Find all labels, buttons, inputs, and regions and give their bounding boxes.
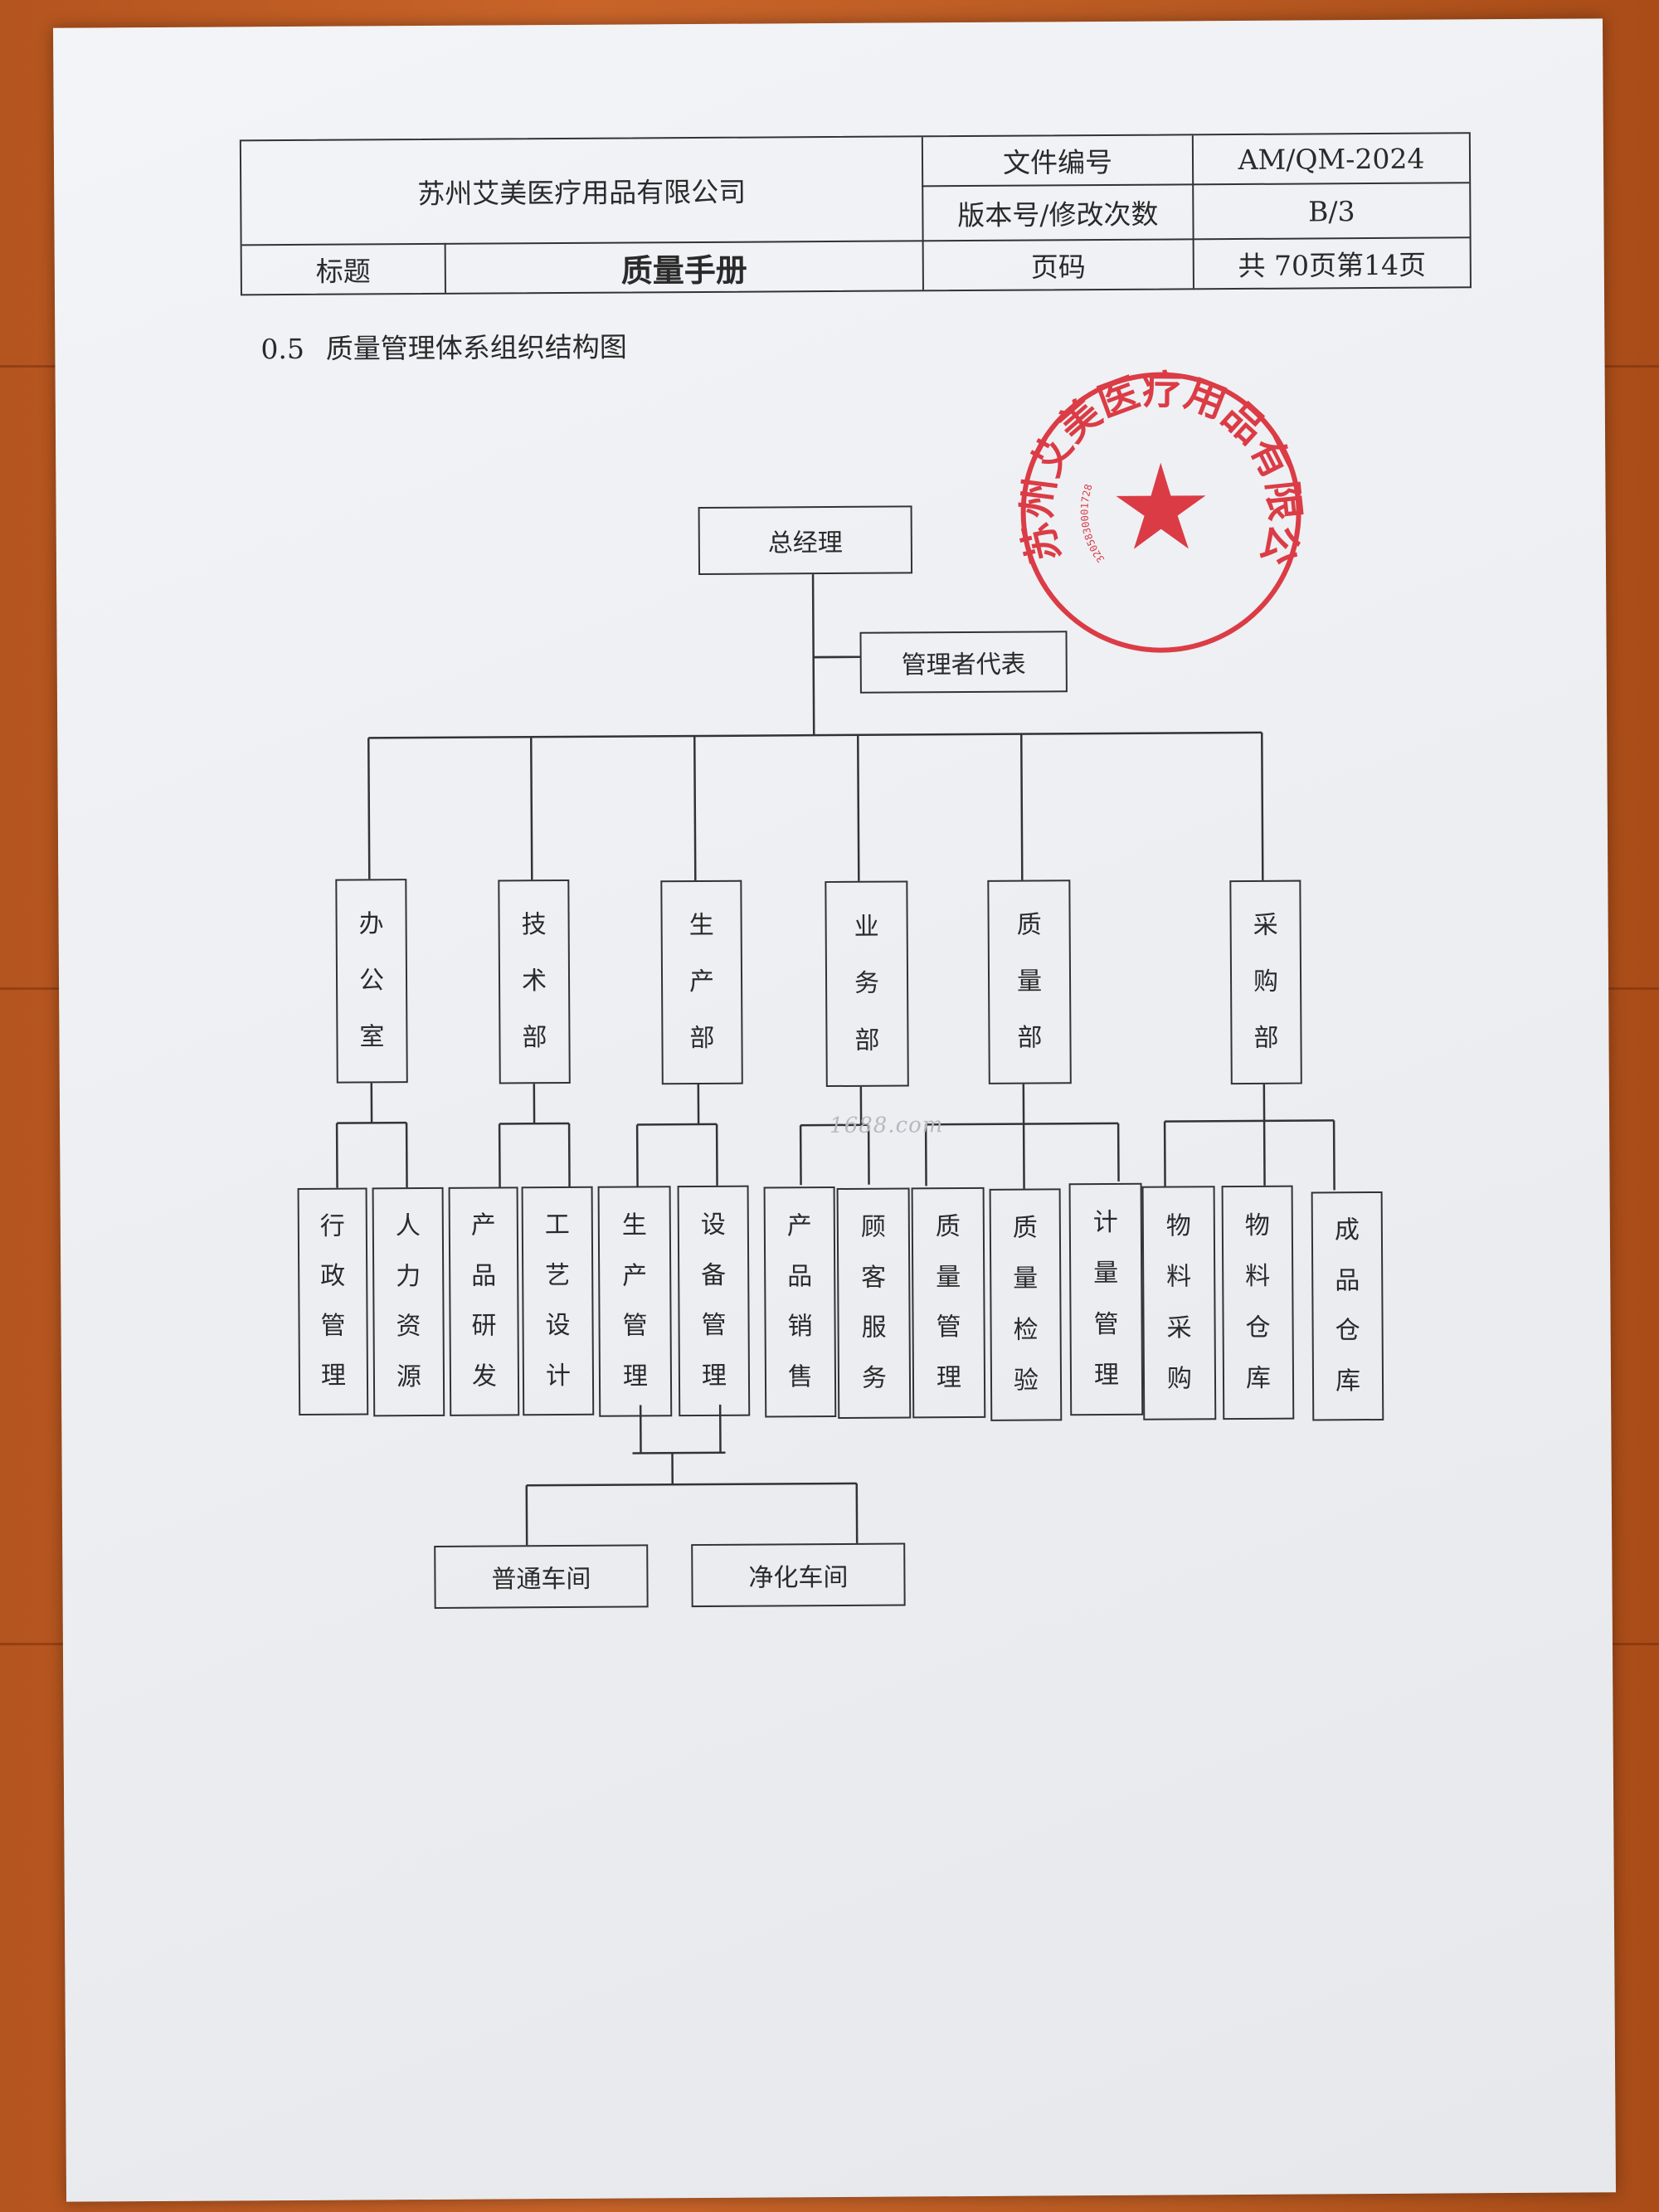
dept-office-box: 办公室 — [335, 879, 408, 1084]
dept-business-box: 业务部 — [825, 880, 909, 1088]
sub-quality-inspection-box: 质量检验 — [989, 1188, 1063, 1421]
sub-material-purchase-box: 物料采购 — [1141, 1186, 1217, 1420]
sub-quality-mgmt-box: 质量管理 — [911, 1186, 986, 1419]
watermark-text: 1688.com — [830, 1113, 944, 1139]
sub-rnd-box: 产品研发 — [448, 1186, 520, 1416]
sub-product-warehouse-box: 成品仓库 — [1311, 1191, 1384, 1421]
sub-sales-box: 产品销售 — [763, 1186, 837, 1418]
dept-tech-box: 技术部 — [498, 879, 571, 1084]
workshop-general-box: 普通车间 — [434, 1544, 649, 1609]
sub-admin-box: 行政管理 — [297, 1187, 369, 1415]
dept-quality-box: 质量部 — [987, 879, 1072, 1084]
sub-production-mgmt-box: 生产管理 — [597, 1186, 673, 1417]
general-manager-box: 总经理 — [698, 505, 913, 575]
sub-hr-box: 人力资源 — [372, 1186, 445, 1417]
connector-dept-bus — [368, 731, 1262, 739]
sub-equipment-mgmt-box: 设备管理 — [677, 1185, 751, 1417]
document-page: 苏州艾美医疗用品有限公司 文件编号 AM/QM-2024 版本号/修改次数 B/… — [53, 18, 1616, 2202]
dept-production-box: 生产部 — [660, 879, 743, 1085]
company-seal-stamp: 苏州艾美医疗用品有限公司 3205830001728 — [1018, 369, 1305, 653]
sub-customer-service-box: 顾客服务 — [836, 1187, 912, 1419]
dept-purchasing-box: 采购部 — [1229, 879, 1302, 1085]
org-connectors — [335, 574, 1335, 1546]
sub-metrology-box: 计量管理 — [1068, 1182, 1144, 1416]
sub-process-design-box: 工艺设计 — [521, 1186, 595, 1416]
sub-material-warehouse-box: 物料仓库 — [1221, 1185, 1295, 1420]
svg-text:3205830001728: 3205830001728 — [1078, 483, 1107, 565]
connector-gm-trunk — [811, 574, 815, 736]
seal-star-icon — [1116, 462, 1206, 549]
workshop-cleanroom-box: 净化车间 — [691, 1542, 906, 1608]
